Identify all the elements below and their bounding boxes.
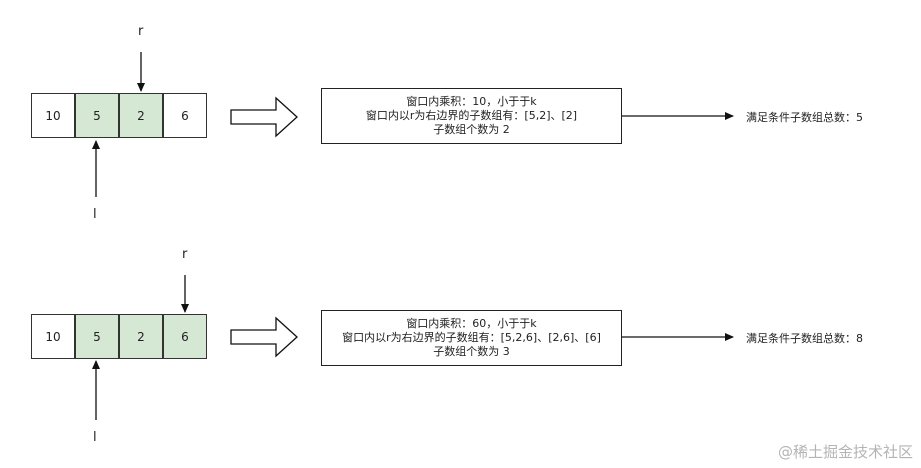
- array-cell: 10: [31, 314, 75, 359]
- r-pointer-label-2: r: [182, 247, 188, 262]
- window-info-box-2: 窗口内乘积：60，小于于k 窗口内以r为右边界的子数组有：[5,2,6]、[2,…: [321, 310, 622, 366]
- array-cell-in-window: 5: [75, 93, 119, 138]
- block-arrow-1: [230, 96, 298, 138]
- window-info-line: 子数组个数为 2: [433, 123, 510, 136]
- l-pointer-label-2: l: [93, 430, 97, 445]
- window-info-line: 窗口内乘积：60，小于于k: [406, 317, 537, 330]
- window-info-line: 窗口内乘积：10，小于于k: [406, 95, 537, 108]
- window-info-line: 窗口内以r为右边界的子数组有：[5,2,6]、[2,6]、[6]: [342, 331, 601, 344]
- block-arrow-2: [230, 316, 298, 358]
- array-cell-in-window: 2: [119, 314, 163, 359]
- result-text-2: 满足条件子数组总数：8: [746, 332, 863, 345]
- watermark: @稀土掘金技术社区: [777, 443, 913, 461]
- array-cell: 6: [163, 93, 207, 138]
- window-info-box-1: 窗口内乘积：10，小于于k 窗口内以r为右边界的子数组有：[5,2]、[2] 子…: [321, 88, 622, 144]
- l-pointer-label-1: l: [93, 207, 97, 222]
- array-cell-in-window: 2: [119, 93, 163, 138]
- window-info-line: 子数组个数为 3: [433, 345, 510, 358]
- array-cell: 10: [31, 93, 75, 138]
- r-pointer-label-1: r: [138, 24, 144, 39]
- result-text-1: 满足条件子数组总数：5: [746, 111, 863, 124]
- array-cell-in-window: 6: [163, 314, 207, 359]
- window-info-line: 窗口内以r为右边界的子数组有：[5,2]、[2]: [365, 109, 578, 122]
- array-cell-in-window: 5: [75, 314, 119, 359]
